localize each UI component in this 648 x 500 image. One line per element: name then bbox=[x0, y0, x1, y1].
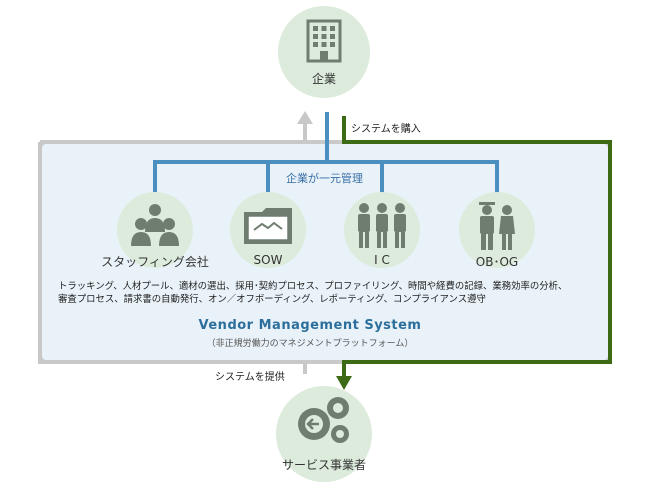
vms-features-line-2: 審査プロセス、請求書の自動発行、オン／オフボーディング、レポーティング、コンプラ… bbox=[58, 294, 486, 305]
staffing-label: スタッフィング会社 bbox=[101, 255, 209, 269]
company-node: 企業 bbox=[278, 6, 370, 98]
provide-arrowhead bbox=[297, 111, 313, 124]
obog-label: OB･OG bbox=[475, 255, 519, 269]
vms-features-line-1: トラッキング、人材プール、適材の選出、採用･契約プロセス、プロファイリング、時間… bbox=[58, 281, 568, 292]
purchase-label: システムを購入 bbox=[351, 124, 421, 135]
ic-label: I C bbox=[374, 253, 390, 267]
company-label: 企業 bbox=[311, 72, 336, 86]
obog-node bbox=[459, 192, 535, 268]
building-icon bbox=[306, 19, 342, 63]
provide-label: システムを提供 bbox=[215, 372, 285, 383]
provide-flow-line bbox=[38, 142, 307, 374]
sow-label: SOW bbox=[253, 253, 283, 267]
staff-group-icon bbox=[131, 204, 179, 246]
provider-node: サービス事業者 bbox=[276, 386, 372, 482]
ic-node bbox=[344, 192, 420, 268]
purchase-arrowhead bbox=[336, 376, 352, 390]
sow-node bbox=[230, 192, 306, 268]
management-label: 企業が一元管理 bbox=[283, 170, 366, 186]
contractors-icon bbox=[358, 203, 406, 248]
purchase-flow-line bbox=[342, 116, 612, 378]
gears-icon bbox=[298, 397, 349, 443]
alumni-icon bbox=[479, 202, 515, 250]
staffing-node bbox=[117, 192, 193, 268]
vms-subtitle: （非正規労働力のマネジメントプラットフォーム） bbox=[206, 339, 414, 349]
sow-folder-icon bbox=[244, 208, 292, 244]
provider-label: サービス事業者 bbox=[281, 458, 366, 472]
vms-title: Vendor Management System bbox=[198, 318, 422, 333]
